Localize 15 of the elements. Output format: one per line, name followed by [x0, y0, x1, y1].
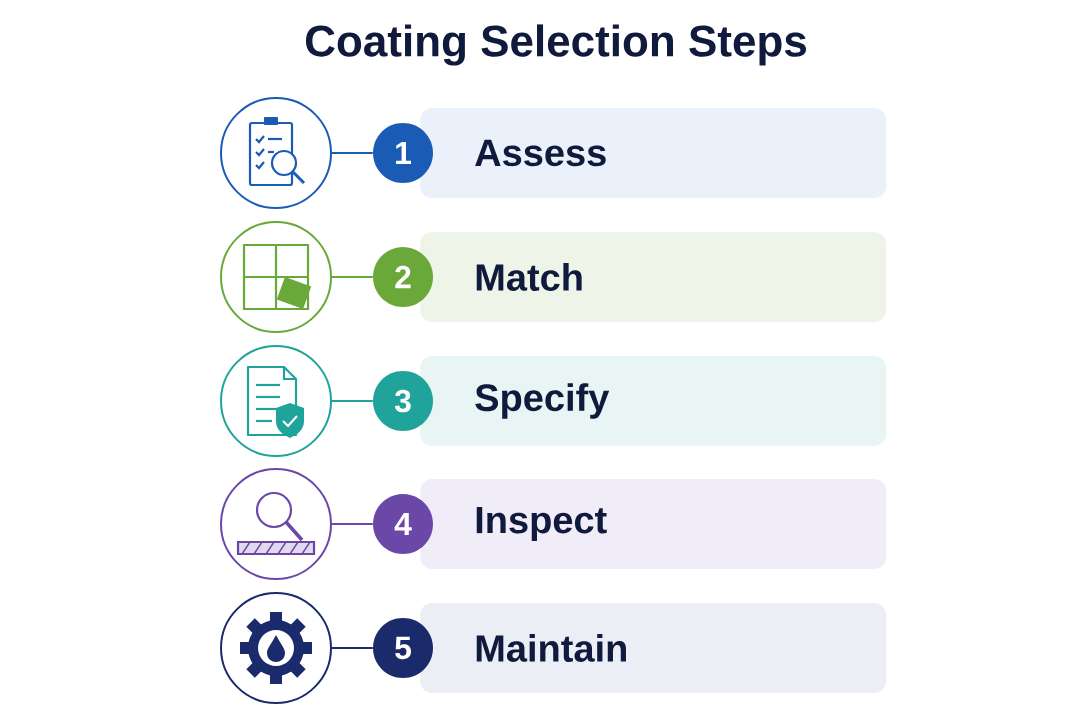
step-bar: Match: [420, 232, 887, 322]
connector-line: [331, 523, 374, 525]
title: Coating Selection Steps: [306, 24, 806, 66]
icon-circle: [220, 221, 332, 333]
connector-line: [331, 276, 374, 278]
step-bar: Maintain: [420, 603, 887, 693]
icon-circle: [220, 345, 332, 457]
step-bar: Assess: [420, 108, 887, 198]
connector-line: [331, 152, 374, 154]
connector-line: [331, 647, 374, 649]
step-bar: Inspect: [420, 479, 887, 569]
connector-line: [331, 400, 374, 402]
icon-circle: [220, 97, 332, 209]
step-bar: Specify: [420, 356, 887, 446]
icon-circle: [220, 468, 332, 580]
